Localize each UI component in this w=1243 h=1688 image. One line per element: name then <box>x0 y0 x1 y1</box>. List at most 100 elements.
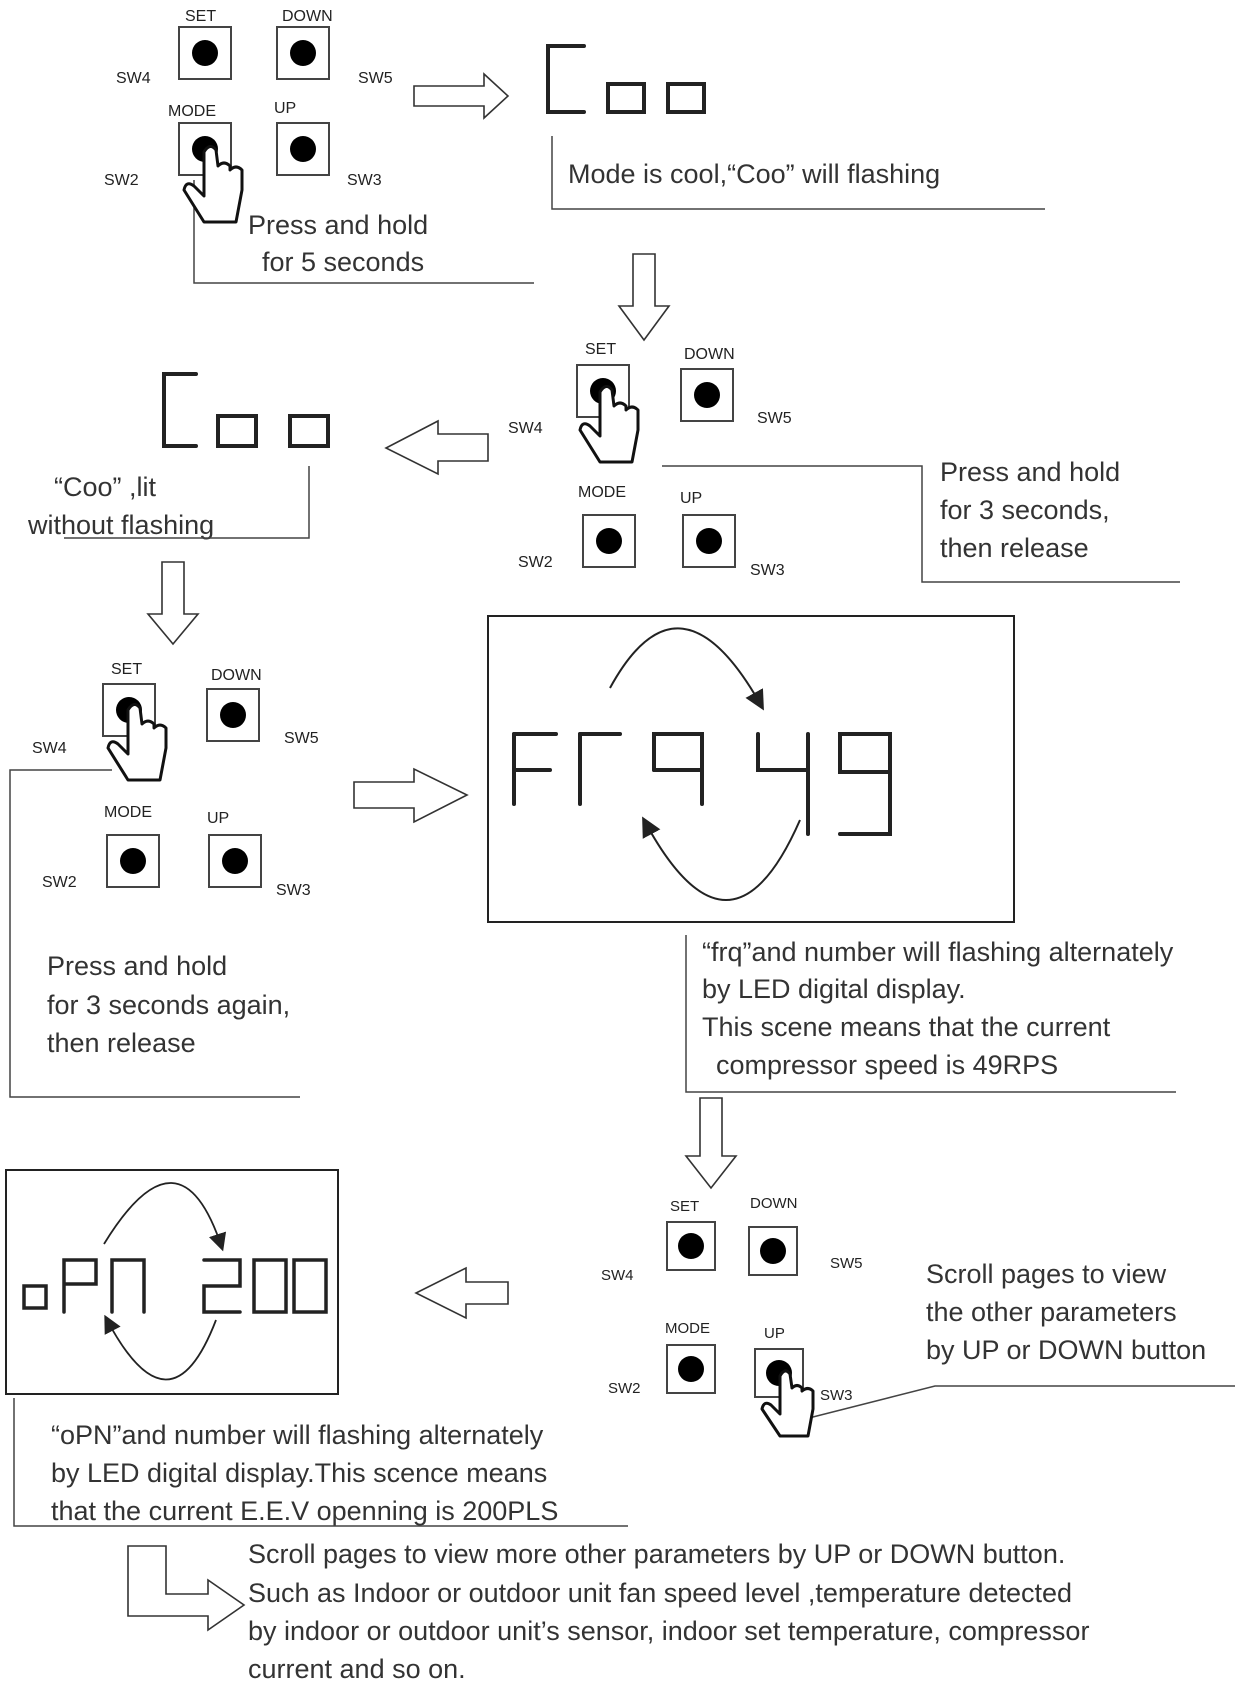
label-sw4: SW4 <box>32 740 67 757</box>
panel3-note-line3: then release <box>47 1028 196 1058</box>
panel4-note-line1: Scroll pages to view <box>926 1259 1167 1289</box>
label-sw4: SW4 <box>508 420 543 437</box>
up-button[interactable] <box>208 834 262 888</box>
label-sw2: SW2 <box>42 874 77 891</box>
label-sw4: SW4 <box>116 70 151 87</box>
arrow-left-icon <box>414 1266 509 1320</box>
step2-note-line2: without flashing <box>28 510 215 540</box>
down-button[interactable] <box>680 368 734 422</box>
led-display-frame-opn <box>5 1169 339 1395</box>
step3-note-line2: by LED digital display. <box>702 974 966 1004</box>
arrow-right-icon <box>413 72 510 120</box>
set-button[interactable] <box>178 26 232 80</box>
led-display-coo-2 <box>162 372 330 448</box>
step1-bracket <box>551 136 1045 210</box>
label-sw3: SW3 <box>347 172 382 189</box>
cycle-arrow-top <box>103 1182 227 1252</box>
label-sw2: SW2 <box>608 1380 641 1397</box>
hand-pointer-icon <box>578 385 640 464</box>
panel2-note-line2: for 3 seconds, <box>940 495 1110 525</box>
step4-note-line1: “oPN”and number will flashing alternatel… <box>51 1420 544 1450</box>
panel4-note-line2: the other parameters <box>926 1297 1177 1327</box>
panel3-bracket <box>9 769 300 1098</box>
label-down: DOWN <box>684 346 735 363</box>
label-sw3: SW3 <box>820 1387 853 1404</box>
step4-bracket <box>13 1398 628 1527</box>
label-set: SET <box>670 1198 700 1215</box>
hand-pointer-icon <box>106 703 168 782</box>
label-up: UP <box>680 490 703 507</box>
panel4-bracket <box>804 1385 1235 1420</box>
label-sw3: SW3 <box>276 882 311 899</box>
panel3-note-line1: Press and hold <box>47 951 228 981</box>
mode-button[interactable] <box>582 514 636 568</box>
label-down: DOWN <box>282 8 333 25</box>
step2-note-line1: “Coo” ,lit <box>54 472 157 502</box>
step3-note-line3: This scene means that the current <box>702 1012 1111 1042</box>
led-display-frq-49 <box>512 732 892 836</box>
label-set: SET <box>111 661 143 678</box>
step4-note-line3: that the current E.E.V openning is 200PL… <box>51 1496 559 1526</box>
step4-note-line2: by LED digital display.This scence means <box>51 1458 548 1488</box>
panel1-bracket <box>193 180 534 284</box>
set-button[interactable] <box>666 1221 716 1271</box>
label-mode: MODE <box>104 804 152 821</box>
arrow-right-icon <box>353 767 469 824</box>
label-set: SET <box>185 8 217 25</box>
panel4-note-line3: by UP or DOWN button <box>926 1335 1207 1365</box>
down-button[interactable] <box>276 26 330 80</box>
final-note-line2: Such as Indoor or outdoor unit fan speed… <box>248 1578 1073 1608</box>
down-button[interactable] <box>748 1226 798 1276</box>
up-button[interactable] <box>682 514 736 568</box>
step3-bracket <box>685 935 1176 1093</box>
label-sw2: SW2 <box>518 554 553 571</box>
hand-pointer-icon <box>182 145 244 224</box>
panel2-bracket <box>662 465 1180 583</box>
label-mode: MODE <box>665 1320 710 1337</box>
label-sw2: SW2 <box>104 172 139 189</box>
label-sw5: SW5 <box>830 1255 863 1272</box>
down-button[interactable] <box>206 688 260 742</box>
step2-bracket <box>64 466 310 539</box>
step3-note-line4: compressor speed is 49RPS <box>716 1050 1059 1080</box>
arrow-down-icon <box>617 253 671 342</box>
cycle-arrow-bottom <box>642 816 801 901</box>
final-note-line3: by indoor or outdoor unit’s sensor, indo… <box>248 1616 1090 1646</box>
cycle-arrow-top <box>609 627 764 711</box>
cycle-arrow-bottom <box>104 1314 217 1381</box>
up-button[interactable] <box>276 122 330 176</box>
panel3-note-line2: for 3 seconds again, <box>47 990 291 1020</box>
arrow-turn-right-icon <box>127 1545 246 1632</box>
led-display-opn-200 <box>22 1258 328 1314</box>
label-sw5: SW5 <box>284 730 319 747</box>
label-mode: MODE <box>578 484 626 501</box>
label-up: UP <box>764 1325 785 1342</box>
step1-note: Mode is cool,“Coo” will flashing <box>568 159 941 189</box>
label-down: DOWN <box>750 1195 798 1212</box>
label-sw5: SW5 <box>757 410 792 427</box>
final-note-line4: current and so on. <box>248 1654 466 1684</box>
led-display-coo-1 <box>546 44 706 114</box>
label-sw4: SW4 <box>601 1267 634 1284</box>
arrow-left-icon <box>384 419 489 476</box>
label-set: SET <box>585 341 617 358</box>
label-mode: MODE <box>168 103 216 120</box>
arrow-down-icon <box>146 561 200 646</box>
label-down: DOWN <box>211 667 262 684</box>
panel1-note-line1: Press and hold <box>248 210 429 240</box>
mode-button[interactable] <box>666 1344 716 1394</box>
panel2-note-line3: then release <box>940 533 1089 563</box>
panel1-note-line2: for 5 seconds <box>262 247 425 277</box>
final-note-line1: Scroll pages to view more other paramete… <box>248 1539 1066 1569</box>
label-up: UP <box>207 810 230 827</box>
label-sw5: SW5 <box>358 70 393 87</box>
label-up: UP <box>274 100 297 117</box>
panel2-note-line1: Press and hold <box>940 457 1121 487</box>
step3-note-line1: “frq”and number will flashing alternatel… <box>702 937 1174 967</box>
label-sw3: SW3 <box>750 562 785 579</box>
mode-button[interactable] <box>106 834 160 888</box>
led-display-frame-frq <box>487 615 1015 923</box>
arrow-down-icon <box>684 1097 738 1190</box>
hand-pointer-icon <box>760 1369 815 1438</box>
